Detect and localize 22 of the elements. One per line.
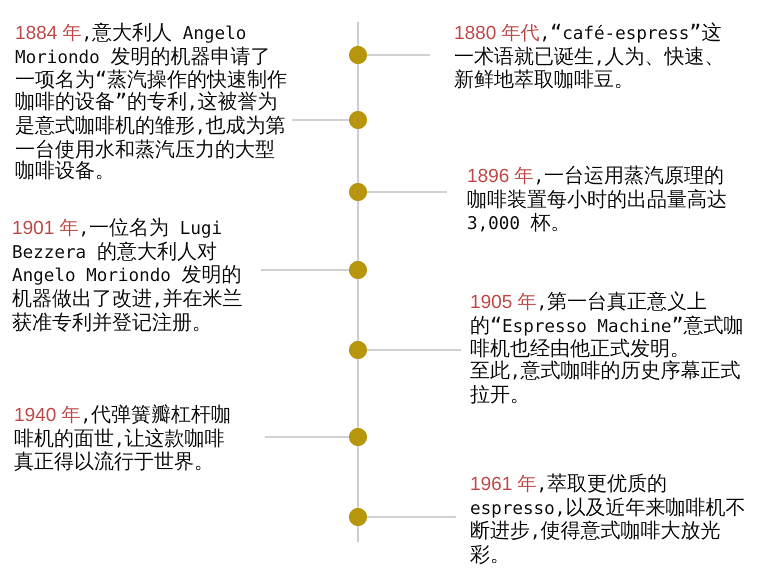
leader-line xyxy=(367,54,430,56)
timeline-dot xyxy=(349,341,367,359)
event-text: 1901 年,一位名为 Lugi Bezzera 的意大利人对 Angelo Moriondo 发明的机器做出了改进,并在米兰获准专利并登记注册。 xyxy=(12,217,244,334)
leader-line xyxy=(367,349,461,351)
event-text: 1905 年,第一台真正意义上的“Espresso Machine”意式咖啡机也经由他正式发明。 xyxy=(470,291,745,360)
timeline-dot xyxy=(349,111,367,129)
event-text: 1880 年代,“café-espress”这一术语就已诞生,人为、快速、新鲜地萃取咖啡豆。 xyxy=(454,22,726,92)
event-text: 1896 年,一台运用蒸汽原理的咖啡装置每小时的出品量高达 3,000 杯。 xyxy=(467,165,728,236)
leader-line xyxy=(367,516,456,518)
event-text: 至此,意式咖啡的历史序幕正式拉开。 xyxy=(470,360,742,406)
event-text: 1884 年,意大利人 Angelo Moriondo 发明的机器申请了一项名为“蒸汽操作的快速制作咖啡的设备”的专利,这被誉为是意式咖啡机的雏形,也成为第一台使用水和蒸汽压力的大型咖啡设备。 xyxy=(15,22,288,182)
timeline-dot xyxy=(349,428,367,446)
timeline-dot xyxy=(349,46,367,64)
event-text: 1961 年,萃取更优质的 espresso,以及近年来咖啡机不断进步,使得意式咖啡大放光彩。 xyxy=(470,473,746,566)
timeline-dot xyxy=(349,183,367,201)
timeline-dot xyxy=(349,508,367,526)
leader-line xyxy=(261,269,349,271)
leader-line xyxy=(265,436,349,438)
event-text: 1940 年,代弹簧瓣杠杆咖啡机的面世,让这款咖啡真正得以流行于世界。 xyxy=(14,404,232,474)
leader-line xyxy=(292,119,349,121)
leader-line xyxy=(367,191,447,193)
timeline-dot xyxy=(349,261,367,279)
